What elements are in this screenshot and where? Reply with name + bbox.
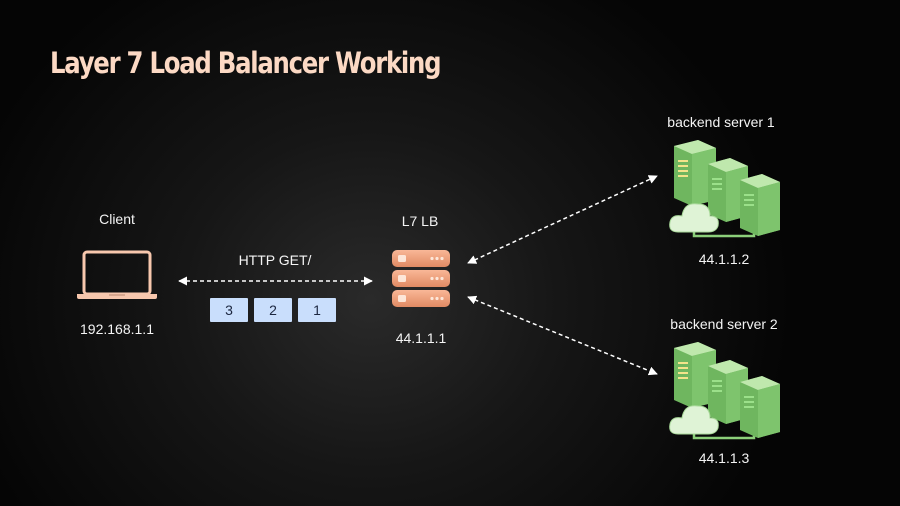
- lb-ip: 44.1.1.1: [395, 330, 447, 346]
- lb-server-2-arrow: [467, 295, 658, 376]
- diagram-title: Layer 7 Load Balancer Working: [50, 46, 442, 80]
- server-stack-icon: [392, 250, 450, 307]
- server-2-label: backend server 2: [670, 316, 778, 332]
- request-packet: 2: [254, 298, 292, 322]
- server-cloud-icon: [669, 140, 780, 238]
- server-1-label: backend server 1: [667, 114, 775, 130]
- request-packet: 3: [210, 298, 248, 322]
- server-1-ip: 44.1.1.2: [698, 251, 750, 267]
- laptop-icon: [77, 250, 157, 299]
- server-2-ip: 44.1.1.3: [698, 450, 750, 466]
- lb-server-1-arrow: [467, 175, 658, 264]
- lb-label: L7 LB: [401, 213, 439, 229]
- client-label: Client: [99, 211, 135, 227]
- client-ip: 192.168.1.1: [80, 321, 154, 337]
- server-cloud-icon: [669, 342, 780, 440]
- request-packet: 1: [298, 298, 336, 322]
- request-label: HTTP GET/: [238, 252, 312, 268]
